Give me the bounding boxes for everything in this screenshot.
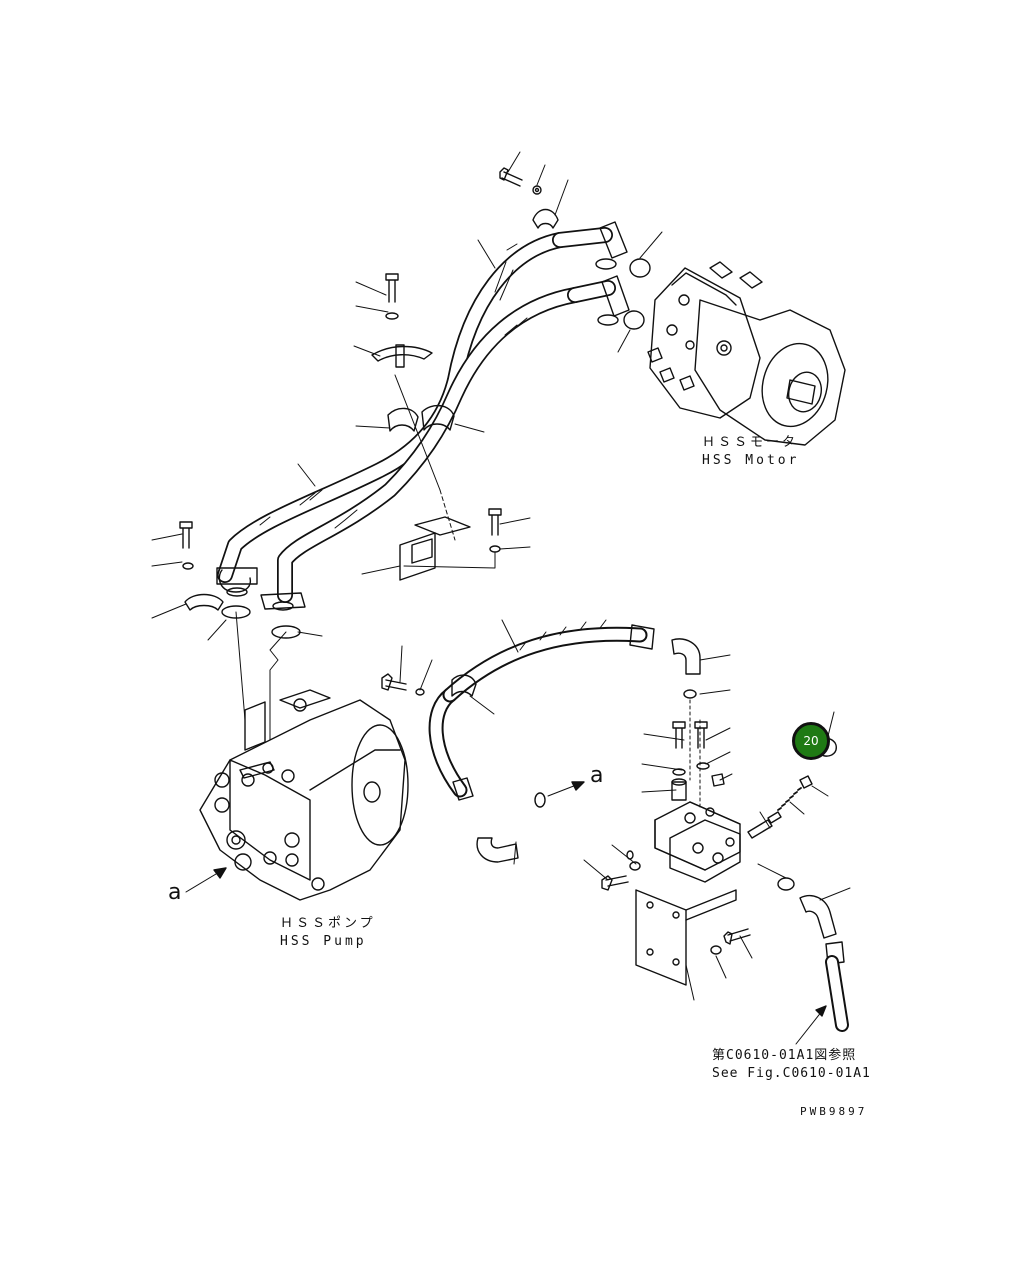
reference-label-jp: 第C0610-01A1図参照 — [712, 1048, 857, 1063]
hss-motor — [647, 261, 846, 446]
reference-arrow — [795, 1005, 827, 1045]
hose-clamps — [371, 344, 455, 432]
upper-hose-2 — [277, 280, 616, 603]
motor-label-jp: ＨＳＳモータ — [702, 435, 799, 450]
motor-label-en: HSS Motor — [702, 453, 800, 468]
view-a-label-bottom: a — [168, 880, 182, 905]
valve-bolts — [671, 689, 725, 811]
view-a-arrow-bottom — [185, 867, 227, 893]
leader-lines — [151, 151, 851, 1001]
view-a-arrow-top — [547, 781, 585, 797]
reference-label-en: See Fig.C0610-01A1 — [712, 1066, 871, 1081]
pump-label-en: HSS Pump — [280, 934, 367, 949]
motor-flanges — [595, 221, 630, 326]
hss-pump — [199, 689, 409, 901]
lower-flanges — [179, 521, 306, 639]
relief-valve-parts — [747, 738, 837, 839]
upper-hose-1 — [217, 227, 613, 583]
motor-oring-2 — [623, 310, 645, 330]
bracket-bolts — [601, 861, 751, 955]
upper-bolts — [385, 167, 559, 320]
drawing-code: PWB9897 — [800, 1105, 868, 1118]
motor-oring-1 — [629, 258, 651, 278]
middle-bolts — [381, 673, 425, 696]
view-a-label-top: a — [590, 763, 604, 788]
valve-block — [635, 801, 741, 986]
part-callout-marker[interactable]: 20 — [792, 722, 830, 760]
o-rings — [534, 792, 634, 860]
middle-hose — [428, 619, 655, 801]
lower-right-hose — [777, 877, 849, 1032]
pump-label-jp: ＨＳＳポンプ — [280, 916, 376, 931]
elbow-fittings — [476, 638, 837, 939]
pump-leaders — [235, 611, 287, 741]
